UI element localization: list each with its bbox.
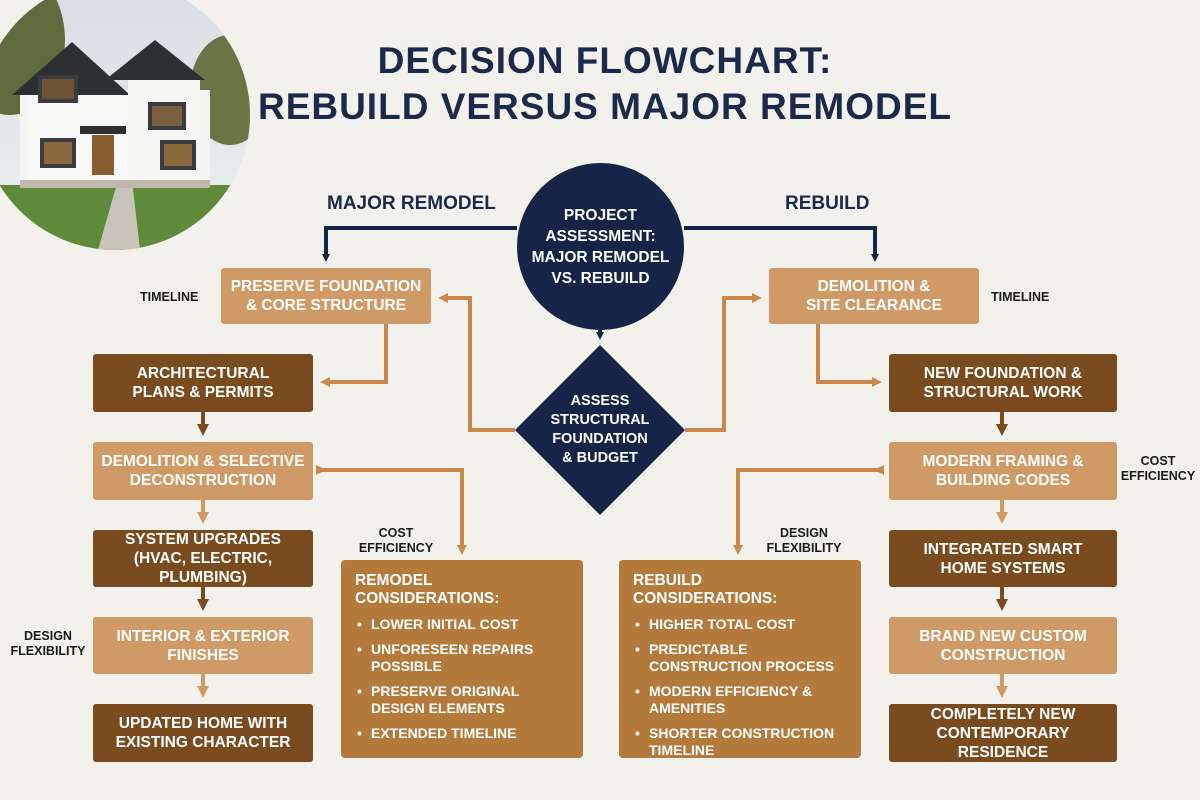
remodel-consideration-item: PRESERVE ORIGINAL DESIGN ELEMENTS (355, 683, 569, 717)
connector-remodel-considerations (316, 465, 467, 555)
rebuild-consideration-item: SHORTER CONSTRUCTION TIMELINE (633, 725, 847, 759)
remodel-step-demolition: DEMOLITION & SELECTIVE DECONSTRUCTION (93, 442, 313, 500)
connector-rebuild-step1-step2 (816, 324, 882, 387)
remodel-considerations-list: LOWER INITIAL COST UNFORESEEN REPAIRS PO… (355, 616, 569, 742)
project-assessment-node: PROJECT ASSESSMENT: MAJOR REMODEL VS. RE… (517, 163, 684, 330)
decision-diamond (515, 345, 685, 515)
label-cost-efficiency-right: COST EFFICIENCY (1120, 454, 1196, 483)
label-cost-efficiency-middle: COST EFFICIENCY (358, 526, 434, 555)
branch-arrow-remodel (322, 226, 517, 262)
remodel-outcome: UPDATED HOME WITH EXISTING CHARACTER (93, 704, 313, 762)
rebuild-considerations-title: REBUILD CONSIDERATIONS: (633, 572, 778, 607)
connector-remodel-step1-step2 (320, 324, 388, 387)
rebuild-step-demolition: DEMOLITION & SITE CLEARANCE (769, 268, 979, 324)
remodel-considerations-box: REMODEL CONSIDERATIONS: LOWER INITIAL CO… (341, 560, 583, 758)
remodel-consideration-item: LOWER INITIAL COST (355, 616, 569, 633)
connector-decision-to-remodel (438, 293, 515, 432)
label-design-flexibility-middle: DESIGN FLEXIBILITY (766, 526, 842, 555)
rebuild-step-custom-construction: BRAND NEW CUSTOM CONSTRUCTION (889, 617, 1117, 674)
decision-node-label: ASSESS STRUCTURAL FOUNDATION & BUDGET (550, 393, 650, 466)
rebuild-consideration-item: PREDICTABLE CONSTRUCTION PROCESS (633, 641, 847, 675)
remodel-consideration-item: UNFORESEEN REPAIRS POSSIBLE (355, 641, 569, 675)
label-timeline-left: TIMELINE (140, 290, 199, 304)
branch-arrow-rebuild (684, 226, 879, 262)
flowchart-subtitle: REBUILD VERSUS MAJOR REMODEL (257, 86, 953, 127)
remodel-considerations-title: REMODEL CONSIDERATIONS: (355, 572, 500, 607)
rebuild-step-smart-home: INTEGRATED SMART HOME SYSTEMS (889, 530, 1117, 587)
remodel-step-architectural-plans: ARCHITECTURAL PLANS & PERMITS (93, 354, 313, 412)
branch-label-remodel: MAJOR REMODEL (327, 193, 496, 214)
flowchart-title: DECISION FLOWCHART: (377, 40, 833, 81)
rebuild-considerations-box: REBUILD CONSIDERATIONS: HIGHER TOTAL COS… (619, 560, 861, 758)
label-timeline-right: TIMELINE (991, 290, 1050, 304)
connector-decision-to-rebuild (685, 293, 762, 432)
remodel-step-finishes: INTERIOR & EXTERIOR FINISHES (93, 617, 313, 674)
rebuild-step-new-foundation: NEW FOUNDATION & STRUCTURAL WORK (889, 354, 1117, 412)
house-photo-illustration (0, 0, 250, 250)
remodel-consideration-item: EXTENDED TIMELINE (355, 725, 569, 742)
branch-label-rebuild: REBUILD (785, 193, 870, 214)
remodel-step-system-upgrades: SYSTEM UPGRADES (HVAC, ELECTRIC, PLUMBIN… (93, 530, 313, 587)
rebuild-step-modern-framing: MODERN FRAMING & BUILDING CODES (889, 442, 1117, 500)
connector-rebuild-considerations (733, 465, 884, 555)
rebuild-considerations-list: HIGHER TOTAL COST PREDICTABLE CONSTRUCTI… (633, 616, 847, 759)
rebuild-outcome: COMPLETELY NEW CONTEMPORARY RESIDENCE (889, 704, 1117, 762)
rebuild-consideration-item: MODERN EFFICIENCY & AMENITIES (633, 683, 847, 717)
remodel-step-preserve-foundation: PRESERVE FOUNDATION & CORE STRUCTURE (221, 268, 431, 324)
rebuild-consideration-item: HIGHER TOTAL COST (633, 616, 847, 633)
label-design-flexibility-left: DESIGN FLEXIBILITY (10, 629, 86, 658)
